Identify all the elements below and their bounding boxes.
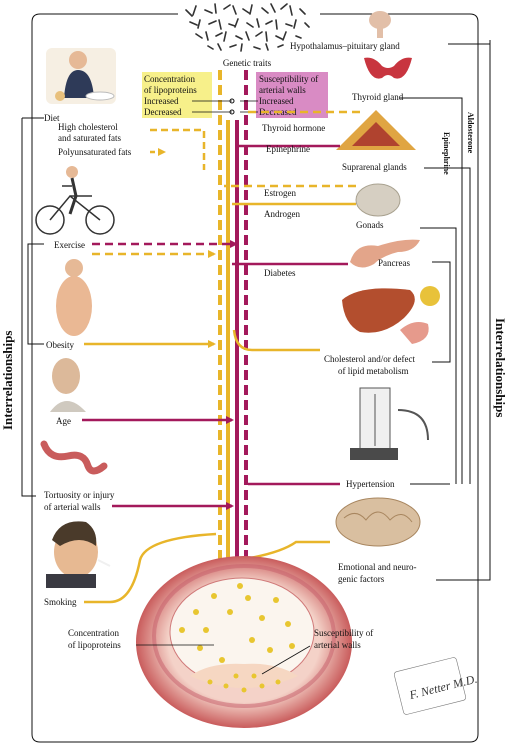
pancreas-illustration — [350, 239, 420, 268]
hypothalamus-label: Hypothalamus–pituitary gland — [290, 41, 400, 51]
bottom-concentration-label-2: of lipoproteins — [68, 640, 121, 650]
diabetes-label: Diabetes — [264, 268, 296, 278]
hypertension-label: Hypertension — [346, 479, 395, 489]
obese-man-illustration — [56, 259, 92, 336]
left-side-title: Interrelationships — [0, 331, 15, 430]
thyroid-hormone-label: Thyroid hormone — [262, 123, 325, 133]
high-cholesterol-label-1: High cholesterol — [58, 122, 118, 132]
cholesterol-label-2: of lipid metabolism — [338, 366, 409, 376]
high-cholesterol-label-2: and saturated fats — [58, 133, 121, 143]
brain-illustration — [335, 497, 421, 547]
polyunsaturated-label: Polyunsaturated fats — [58, 147, 132, 157]
gonads-label: Gonads — [356, 220, 384, 230]
suprarenal-label: Suprarenal glands — [342, 162, 407, 172]
pituitary-illustration — [369, 11, 391, 38]
gonad-illustration — [355, 183, 401, 217]
svg-text:arterial walls: arterial walls — [259, 85, 306, 95]
svg-text:Susceptibility of: Susceptibility of — [259, 74, 318, 84]
aldosterone-label: Aldosterone — [466, 112, 475, 154]
lipoprotein-dots — [179, 583, 295, 693]
tortuous-artery-illustration — [40, 440, 108, 475]
liver-illustration — [342, 286, 440, 344]
androgen-label: Androgen — [264, 209, 300, 219]
svg-text:Increased: Increased — [259, 96, 294, 106]
pancreas-label: Pancreas — [378, 258, 410, 268]
svg-text:Concentration: Concentration — [144, 74, 195, 84]
estrogen-label: Estrogen — [264, 188, 296, 198]
left-input-arrows — [82, 128, 238, 604]
bicycle-illustration — [35, 166, 115, 235]
emotional-label-1: Emotional and neuro- — [338, 562, 416, 572]
age-label: Age — [56, 416, 71, 426]
bottom-leaders — [136, 644, 311, 675]
exercise-label: Exercise — [54, 240, 85, 250]
artist-signature: F. Netter M.D. — [393, 657, 479, 715]
cholesterol-label-1: Cholesterol and/or defect — [324, 354, 415, 364]
smoking-label: Smoking — [44, 597, 77, 607]
bottom-concentration-label-1: Concentration — [68, 628, 119, 638]
thyroid-label: Thyroid gland — [352, 92, 404, 102]
bottom-susceptibility-label-2: arterial walls — [314, 640, 361, 650]
emotional-label-2: genic factors — [338, 574, 385, 584]
sphygmomanometer-illustration — [350, 387, 429, 460]
man-eating-illustration — [46, 48, 116, 104]
right-side-title: Interrelationships — [493, 318, 508, 417]
svg-text:of lipoproteins: of lipoproteins — [144, 85, 197, 95]
svg-text:Decreased: Decreased — [144, 107, 182, 117]
tortuosity-label-1: Tortuosity or injury — [44, 490, 115, 500]
chromosomes-illustration — [185, 3, 310, 52]
tortuosity-label-2: of arterial walls — [44, 502, 101, 512]
yellow-trunk — [216, 70, 232, 657]
bottom-susceptibility-label-1: Susceptibility of — [314, 628, 373, 638]
lipoprotein-legend-box: Concentration of lipoproteins Increased … — [142, 72, 235, 118]
diet-label: Diet — [44, 113, 60, 123]
epinephrine-vertical-label: Epinephrine — [442, 132, 451, 175]
epinephrine-label: Epinephrine — [266, 144, 310, 154]
artery-cross-section — [136, 556, 352, 728]
suprarenal-illustration — [336, 110, 416, 150]
smoking-man-illustration — [46, 521, 111, 588]
obesity-label: Obesity — [46, 340, 74, 350]
svg-text:F. Netter M.D.: F. Netter M.D. — [407, 672, 479, 703]
interrelationship-lines — [21, 13, 491, 743]
thyroid-illustration — [364, 57, 412, 79]
svg-text:Increased: Increased — [144, 96, 179, 106]
genetic-traits-label: Genetic traits — [223, 58, 272, 68]
old-man-illustration — [50, 358, 86, 412]
